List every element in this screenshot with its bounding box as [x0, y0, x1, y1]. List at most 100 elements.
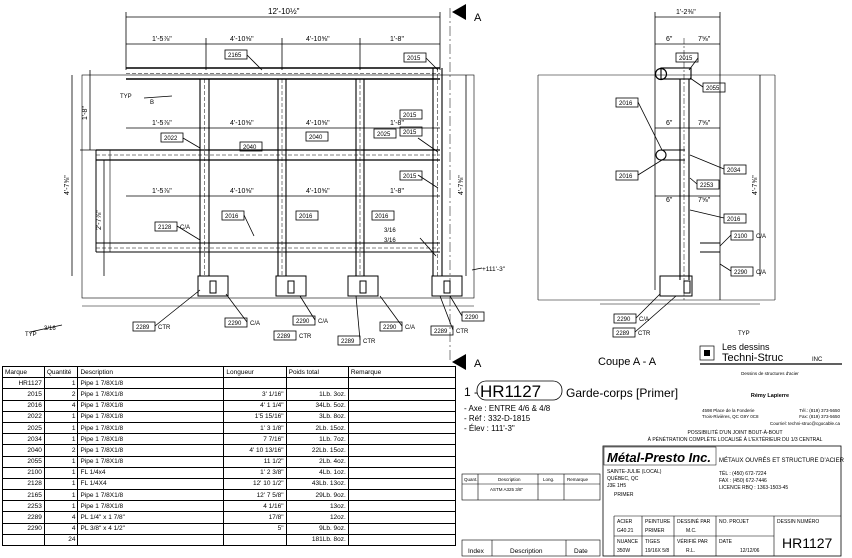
label-projet: NO. PROJET [719, 519, 749, 525]
tag-2016-c: 2016 [375, 214, 389, 220]
bom-cell [347, 444, 457, 457]
bom-cell [347, 399, 457, 412]
bom-cell: Pipe 1 7/8X1/8 [77, 399, 225, 412]
techni-brand: Techni-Struc [722, 352, 784, 364]
bom-cell: 13oz. [285, 500, 349, 513]
bom-cell: Pipe 1 7/8X1/8 [77, 489, 225, 502]
dim-mid-1: 1'-5⅞" [152, 120, 172, 127]
bom-cell: 1 [43, 500, 79, 513]
tag-ca-c: C/A [405, 325, 415, 331]
bom-cell: Pipe 1 7/8X1/8 [77, 433, 225, 446]
tag-2016-b: 2016 [299, 214, 313, 220]
bom-cell [347, 421, 457, 435]
section-dim-5: 6" [666, 197, 673, 204]
bom-cell [347, 388, 457, 401]
label-acier: ACIER [617, 519, 633, 525]
metal-fax: FAX : (450) 672-7446 [719, 478, 767, 484]
tag-ctr-d: CTR [456, 329, 469, 335]
section-overall-dim: 1'-2⅜" [676, 9, 696, 16]
bom-cell: 1 [43, 421, 79, 435]
value-date: 12/12/06 [740, 548, 760, 554]
techni-email: Courriel: techni-struc@cgocable.ca [770, 421, 841, 426]
bom-cell: Pipe 1 7/8X1/8 [77, 455, 225, 468]
section-tag-ctr: CTR [638, 331, 651, 337]
dim-top-1: 1'-5⅞" [152, 36, 172, 43]
techni-tel: Tél.: (819) 373-5650 [799, 408, 840, 413]
tag-2015-b: 2015 [403, 113, 417, 119]
bom-cell: 2022 [2, 410, 45, 423]
bom-header-longueur: Longueur [223, 365, 287, 379]
title-description: Garde-corps [Primer] [566, 386, 678, 400]
section-dim-6: 7⅝" [698, 197, 711, 204]
bom-cell: 2055 [2, 455, 45, 468]
section-dim-1: 6" [666, 36, 673, 43]
weld-frac-3: 3/16 [44, 326, 56, 332]
tag-2290-b: 2290 [296, 319, 310, 325]
section-tag-2055: 2055 [706, 86, 720, 92]
metal-postal: J3E 1H5 [607, 483, 626, 489]
bom-cell: 7 7/16" [223, 433, 287, 446]
dim-low-2: 4'-10⅝" [230, 188, 254, 195]
bom-cell: 4 [43, 399, 79, 412]
bom-cell [347, 410, 457, 423]
value-peinture: PRIMER [645, 528, 665, 534]
dim-low-3: 4'-10⅝" [306, 188, 330, 195]
tag-ca-a: C/A [250, 321, 260, 327]
section-tag-2289: 2289 [616, 331, 630, 337]
title-ref: - Réf : 332-D-1815 [464, 414, 531, 423]
dim-mid-3: 4'-10⅝" [306, 120, 330, 127]
metal-province: QUÉBEC, QC [607, 475, 639, 482]
section-tag-2290-b: 2290 [617, 317, 631, 323]
tag-2165: 2165 [228, 53, 242, 59]
title-mark: HR1127 [480, 382, 541, 401]
bom-cell [347, 433, 457, 446]
title-axe: - Axe : ENTRE 4/6 & 4/8 [464, 404, 551, 413]
tag-2290-a: 2290 [228, 321, 242, 327]
label-dessine: DESSINÉ PAR [677, 518, 711, 525]
bom-cell: 1 [43, 377, 79, 390]
techni-fax: Fax: (819) 373-5650 [799, 414, 840, 419]
bom-cell: 4 1/16" [223, 500, 287, 513]
bom-cell: 2040 [2, 444, 45, 457]
typ-note: TYP [120, 94, 132, 100]
bom-cell [347, 522, 457, 535]
tag-2015-c: 2015 [403, 130, 417, 136]
b-note: B [150, 100, 154, 106]
tag-2015-a: 2015 [407, 56, 421, 62]
dim-top-4: 1'-8" [390, 36, 404, 43]
drawing-number: HR1127 [782, 535, 833, 551]
bom-cell: 2Lb. 4oz. [285, 455, 349, 468]
mat-row-desc: ASTM A325 3/8" [490, 487, 524, 492]
section-cut-label-top: A [474, 12, 482, 24]
bom-total-qty: 24 [43, 533, 79, 547]
weld-frac-2: 3/16 [384, 238, 396, 244]
bom-header-description: Description [77, 365, 225, 379]
bom-cell: PL 3/8" x 4 1/2" [77, 522, 225, 535]
height-dim-2: 4'-7⅝" [64, 175, 71, 195]
bom-cell [347, 377, 457, 390]
tag-2289-b: 2289 [277, 334, 291, 340]
tag-2289-a: 2289 [136, 325, 150, 331]
section-tag-ca-b: C/A [639, 317, 649, 323]
section-tag-2253: 2253 [700, 183, 714, 189]
bom-cell: 3' 1/16" [223, 388, 287, 401]
bom-cell: Pipe 1 7/8X1/8 [77, 444, 225, 457]
tag-2040-a: 2040 [309, 135, 323, 141]
bom-cell: 12oz. [285, 511, 349, 524]
tag-2289-c: 2289 [341, 339, 355, 345]
bom-cell: 1 [43, 433, 79, 446]
bom-cell: 4' 1 1/4" [223, 399, 287, 412]
section-tag-2100-ca: C/A [756, 234, 766, 240]
tag-2015-d: 2015 [403, 174, 417, 180]
bom-cell: 1Lb. 7oz. [285, 433, 349, 446]
bom-cell: 2289 [2, 511, 45, 524]
tag-2128: 2128 [158, 225, 172, 231]
section-tag-2290-a: 2290 [734, 270, 748, 276]
bom-cell: HR1127 [2, 377, 45, 390]
tag-2290-d: 2290 [465, 315, 479, 321]
